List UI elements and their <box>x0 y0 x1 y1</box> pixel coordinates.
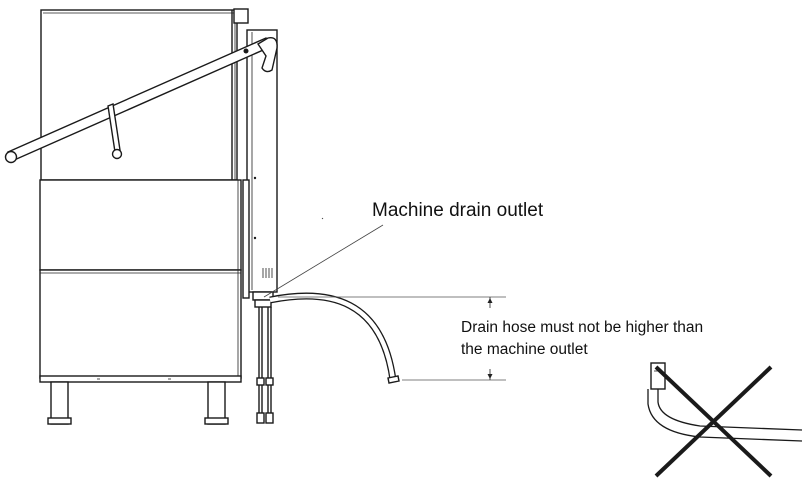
machine-middle-panel <box>39 179 242 271</box>
drain-outlet-label: Machine drain outlet <box>372 200 544 221</box>
vent-grille <box>262 268 273 278</box>
height-dimension <box>278 296 506 381</box>
machine-rear-column <box>242 29 278 299</box>
machine-lower-cabinet <box>39 269 242 379</box>
outlet-leader-line <box>263 224 384 298</box>
lift-handle <box>4 37 278 164</box>
hose-height-warning-line2: the machine outlet <box>461 341 588 358</box>
machine-body <box>39 8 249 425</box>
incorrect-installation-inset <box>647 362 802 478</box>
drain-outlet-fittings <box>252 291 274 424</box>
drain-hose <box>269 292 400 384</box>
hose-height-warning-line1: Drain hose must not be higher than <box>461 319 704 336</box>
